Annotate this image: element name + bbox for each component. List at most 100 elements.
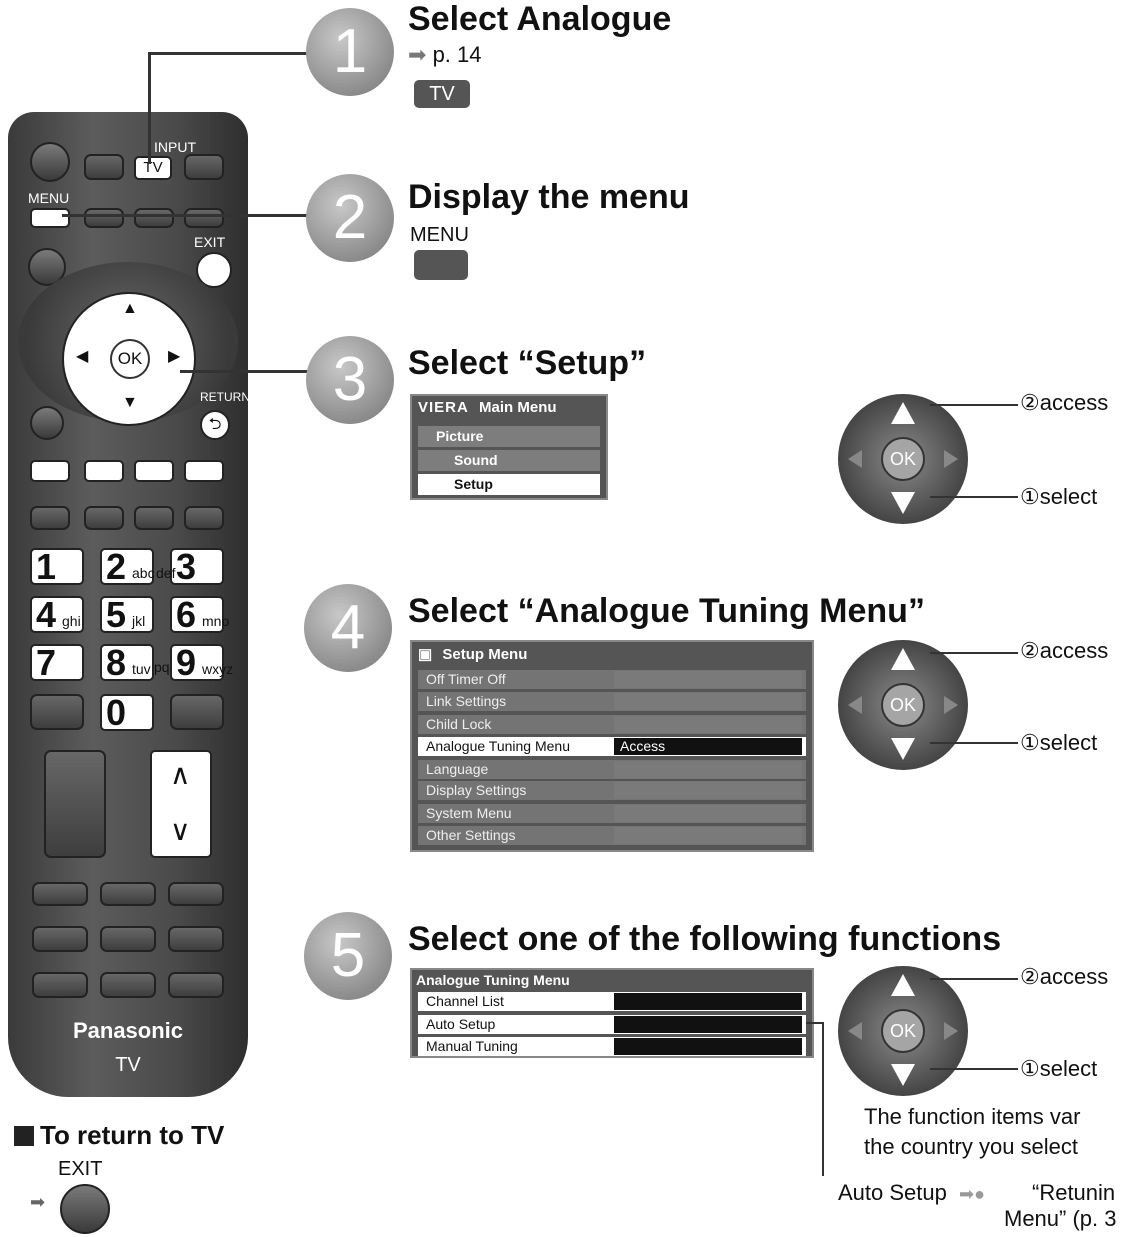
- right-arrow-icon[interactable]: [944, 696, 958, 714]
- remote-button[interactable]: [84, 506, 124, 530]
- tv-button[interactable]: TV: [414, 80, 470, 108]
- exit-label: EXIT: [194, 234, 226, 250]
- color-button[interactable]: [184, 460, 224, 482]
- tuning-menu-item[interactable]: Channel List: [418, 992, 806, 1011]
- remote-button[interactable]: [30, 506, 70, 530]
- ok-button[interactable]: OK: [110, 339, 150, 379]
- remote-button[interactable]: [134, 506, 174, 530]
- dpad[interactable]: OK: [838, 394, 968, 524]
- remote-button[interactable]: [168, 926, 224, 952]
- right-arrow-icon[interactable]: [944, 1022, 958, 1040]
- color-button[interactable]: [84, 460, 124, 482]
- return-icon[interactable]: ⮌: [200, 410, 230, 440]
- remote-button[interactable]: [84, 154, 124, 180]
- select-callout: ①select: [1020, 1056, 1098, 1081]
- access-callout: ②access: [1020, 390, 1109, 415]
- menu-label: MENU: [410, 224, 469, 246]
- remote-button[interactable]: [100, 926, 156, 952]
- up-arrow-icon[interactable]: [891, 974, 915, 996]
- power-button[interactable]: [30, 142, 70, 182]
- menu-button[interactable]: [414, 250, 468, 280]
- tv-button[interactable]: TV: [134, 156, 172, 180]
- function-items-note: the country you select: [864, 1134, 1079, 1159]
- connector-line: [148, 52, 310, 55]
- remote-button[interactable]: [32, 926, 88, 952]
- nav-left-icon[interactable]: ◀: [76, 348, 89, 365]
- nav-pad[interactable]: OK ▲ ▼ ◀ ▶: [62, 292, 196, 426]
- color-button[interactable]: [134, 460, 174, 482]
- menu-button[interactable]: [30, 208, 70, 228]
- remote-button[interactable]: [134, 208, 174, 228]
- menu-item-setup[interactable]: Setup: [418, 474, 600, 495]
- menu-item-picture[interactable]: Picture: [418, 426, 600, 447]
- down-arrow-icon[interactable]: [891, 492, 915, 514]
- remote-button[interactable]: [100, 882, 156, 906]
- menu-header: ▣ Setup Menu: [418, 646, 528, 663]
- callout-line: [930, 1068, 1018, 1070]
- remote-button[interactable]: [84, 208, 124, 228]
- setup-menu-item[interactable]: Language: [418, 760, 806, 779]
- ok-button[interactable]: OK: [881, 683, 925, 727]
- remote-button[interactable]: [168, 882, 224, 906]
- up-arrow-icon[interactable]: [891, 402, 915, 424]
- down-arrow-icon[interactable]: [891, 1064, 915, 1086]
- number-button-1[interactable]: 1: [30, 546, 84, 587]
- left-arrow-icon[interactable]: [848, 1022, 862, 1040]
- nav-right-icon[interactable]: ▶: [168, 348, 181, 365]
- setup-menu-item[interactable]: Off Timer Off: [418, 670, 806, 689]
- number-button-0[interactable]: 0: [100, 692, 154, 733]
- remote-button[interactable]: [184, 208, 224, 228]
- remote-button[interactable]: [184, 506, 224, 530]
- left-arrow-icon[interactable]: [848, 696, 862, 714]
- channel-rocker[interactable]: ∧ ∨: [150, 750, 212, 858]
- right-arrow-icon[interactable]: [944, 450, 958, 468]
- setup-menu-item-selected[interactable]: Analogue Tuning Menu Access: [418, 737, 806, 756]
- setup-menu-item[interactable]: Link Settings: [418, 692, 806, 711]
- channel-down-icon[interactable]: ∨: [170, 815, 191, 846]
- channel-up-icon[interactable]: ∧: [170, 759, 191, 790]
- setup-menu-item[interactable]: Display Settings: [418, 781, 806, 800]
- remote-round-button[interactable]: [30, 406, 64, 440]
- number-button-7[interactable]: 7: [30, 642, 84, 683]
- remote-button[interactable]: [170, 694, 224, 730]
- tuning-menu-item[interactable]: Manual Tuning: [418, 1037, 806, 1056]
- menu-item-sound[interactable]: Sound: [418, 450, 600, 471]
- color-button[interactable]: [30, 460, 70, 482]
- setup-menu-item[interactable]: Child Lock: [418, 715, 806, 734]
- volume-button[interactable]: [44, 750, 106, 858]
- setup-menu-item[interactable]: System Menu: [418, 804, 806, 823]
- menu-label: MENU: [28, 190, 70, 206]
- input-button[interactable]: [184, 154, 224, 180]
- remote-button[interactable]: [32, 882, 88, 906]
- setup-menu-item[interactable]: Other Settings: [418, 826, 806, 845]
- arrow-icon: ➡●: [959, 1184, 985, 1204]
- remote-round-button[interactable]: [28, 248, 66, 286]
- brand-logo: Panasonic: [72, 1018, 184, 1043]
- exit-button[interactable]: [60, 1184, 110, 1234]
- remote-button[interactable]: [32, 972, 88, 998]
- ok-button[interactable]: OK: [881, 1009, 925, 1053]
- remote-button[interactable]: [100, 972, 156, 998]
- left-arrow-icon[interactable]: [848, 450, 862, 468]
- ok-button[interactable]: OK: [881, 437, 925, 481]
- dpad[interactable]: OK: [838, 640, 968, 770]
- remote-button[interactable]: [168, 972, 224, 998]
- up-arrow-icon[interactable]: [891, 648, 915, 670]
- menu-header: Analogue Tuning Menu: [416, 972, 570, 988]
- access-callout: ②access: [1020, 964, 1109, 989]
- tuning-menu-item[interactable]: Auto Setup: [418, 1015, 806, 1034]
- down-arrow-icon[interactable]: [891, 738, 915, 760]
- connector-line: [180, 370, 312, 373]
- dpad[interactable]: OK: [838, 966, 968, 1096]
- nav-down-icon[interactable]: ▼: [122, 394, 138, 411]
- nav-up-icon[interactable]: ▲: [122, 300, 138, 317]
- remote-button[interactable]: [30, 694, 84, 730]
- setup-icon: ▣: [418, 646, 433, 663]
